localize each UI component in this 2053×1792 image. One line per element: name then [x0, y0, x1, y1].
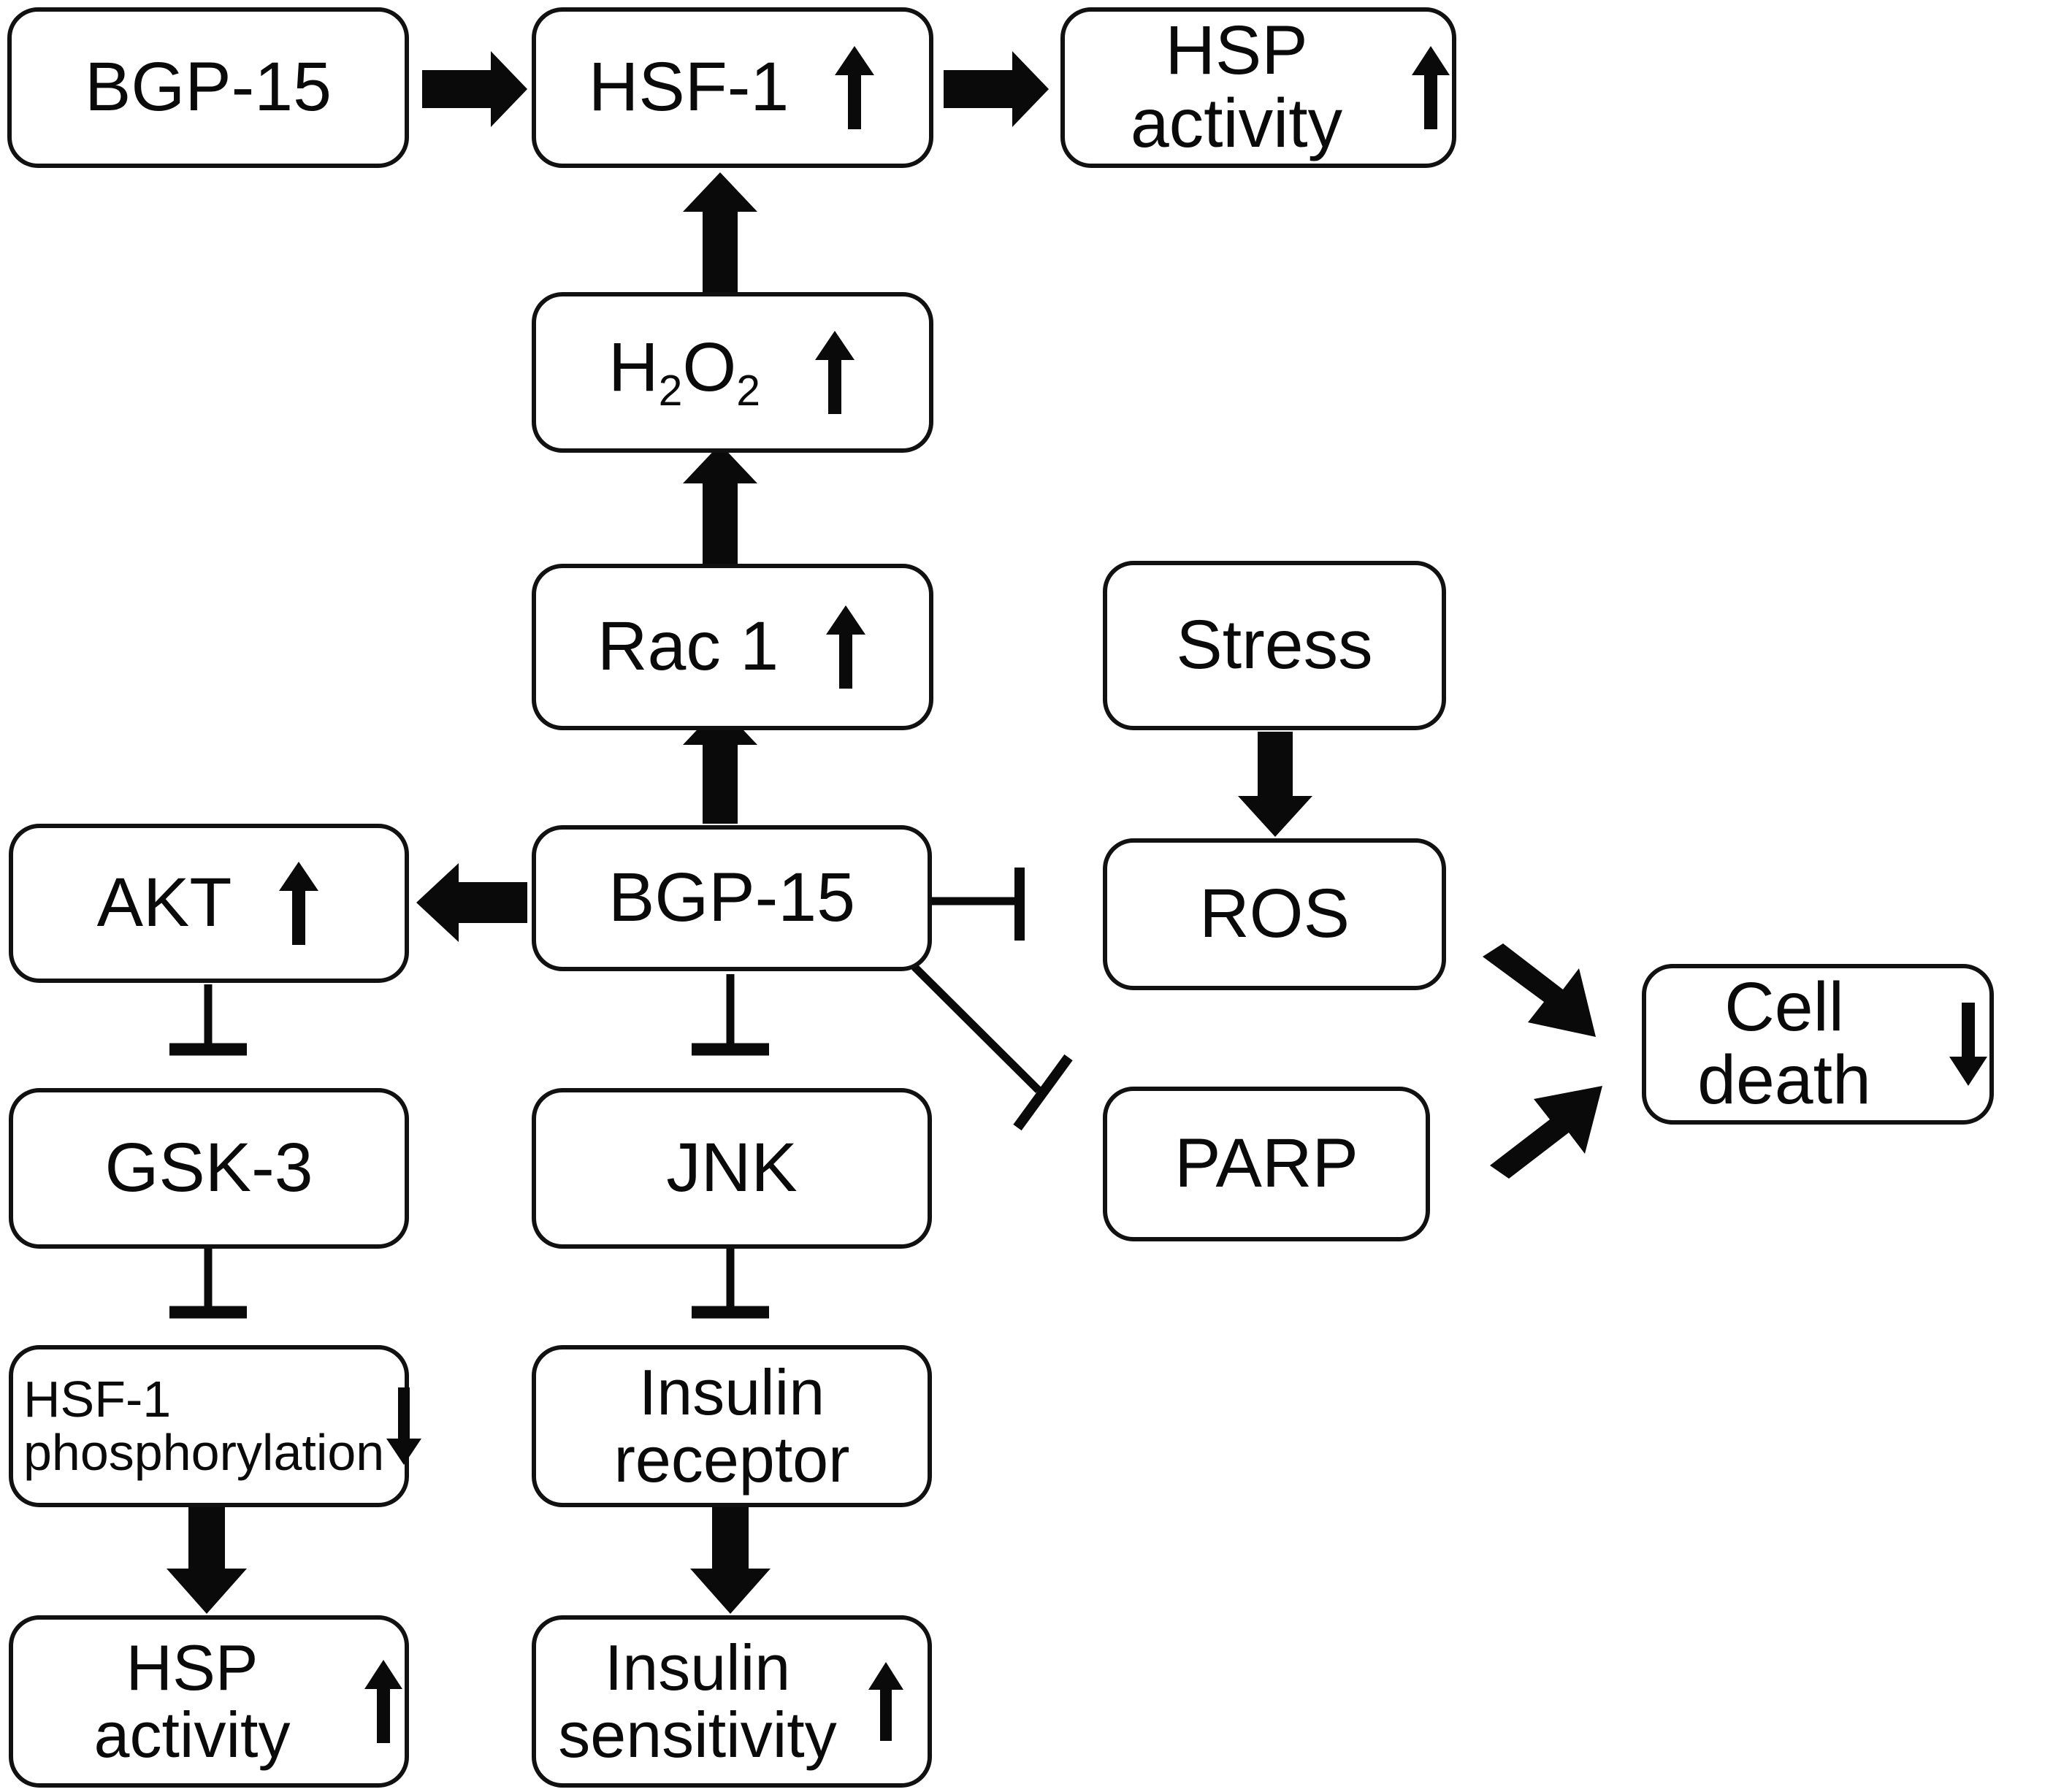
node-jnk[interactable]: JNK [532, 1088, 932, 1249]
node-stress[interactable]: Stress [1103, 561, 1446, 730]
arrow-down-icon [384, 1386, 424, 1466]
arrow-up-icon [813, 329, 857, 416]
arrow-down-icon [1947, 1001, 1989, 1087]
edge-bgp15mid-to-parp-inhibition [911, 964, 1073, 1131]
node-rac1[interactable]: Rac 1 [532, 564, 933, 730]
edge-bgp15mid-to-ros-inhibition [932, 868, 1025, 941]
edge-h2o2-to-hsf1-arrow [683, 172, 757, 292]
node-rac1-label: Rac 1 [597, 608, 779, 686]
node-ros[interactable]: ROS [1103, 838, 1446, 990]
node-parp[interactable]: PARP [1103, 1087, 1430, 1241]
node-gsk3[interactable]: GSK-3 [9, 1088, 409, 1249]
arrow-up-icon [866, 1661, 906, 1742]
node-hsp-activity-bottom-label: HSP activity [93, 1631, 291, 1771]
node-parp-label: PARP [1174, 1125, 1358, 1203]
arrow-up-icon [277, 860, 321, 946]
node-h2o2-label: H2O2 [608, 328, 761, 415]
edge-insulinreceptor-to-insulinsensitivity-arrow [690, 1506, 771, 1614]
node-insulin-sensitivity[interactable]: Insulin sensitivity [532, 1615, 932, 1788]
edge-hsf1phos-to-hspactivity-arrow [167, 1506, 247, 1614]
node-hsf1[interactable]: HSF-1 [532, 7, 933, 168]
node-hsp-activity-bottom[interactable]: HSP activity [9, 1615, 409, 1788]
node-bgp15-top[interactable]: BGP-15 [7, 7, 409, 168]
edge-bgp15mid-to-jnk-inhibition [692, 974, 769, 1056]
edge-bgp15top-to-hsf1-arrow [422, 51, 527, 127]
node-jnk-label: JNK [666, 1129, 798, 1207]
edge-gsk3-to-hsf1phos-inhibition [169, 1249, 247, 1319]
edge-stress-to-ros-arrow [1238, 732, 1312, 837]
edge-jnk-to-insulinreceptor-inhibition [692, 1249, 769, 1319]
edge-parp-to-celldeath-arrow [1490, 1086, 1602, 1179]
node-ros-label: ROS [1199, 875, 1350, 953]
edge-bgp15mid-to-akt-arrow [416, 863, 527, 942]
node-cell-death-label: Cell death [1697, 968, 1871, 1119]
arrow-up-icon [362, 1658, 405, 1745]
node-insulin-sensitivity-label: Insulin sensitivity [558, 1631, 837, 1771]
node-cell-death[interactable]: Cell death [1642, 964, 1994, 1125]
node-bgp15-top-label: BGP-15 [85, 48, 332, 126]
node-akt-label: AKT [96, 864, 232, 942]
node-hsf1-label: HSF-1 [588, 48, 790, 126]
arrow-up-icon [824, 604, 868, 690]
node-gsk3-label: GSK-3 [104, 1129, 313, 1207]
node-hsp-activity-top-label: HSP activity [1130, 12, 1343, 162]
edge-hsf1-to-hspactivity-arrow [944, 51, 1049, 127]
edge-ros-to-celldeath-arrow [1483, 943, 1596, 1037]
node-hsf1-phos[interactable]: HSF-1 phosphorylation [9, 1345, 422, 1507]
node-bgp15-mid[interactable]: BGP-15 [532, 825, 932, 971]
node-hsf1-phos-label: HSF-1 phosphorylation [23, 1370, 385, 1481]
node-insulin-receptor[interactable]: Insulin receptor [532, 1345, 932, 1507]
node-h2o2[interactable]: H2O2 [532, 292, 933, 453]
node-bgp15-mid-label: BGP-15 [608, 859, 855, 937]
node-stress-label: Stress [1176, 606, 1373, 684]
node-insulin-receptor-label: Insulin receptor [613, 1355, 850, 1496]
arrow-up-icon [833, 45, 876, 131]
node-hsp-activity-top[interactable]: HSP activity [1060, 7, 1456, 168]
edge-rac1-to-h2o2-arrow [683, 444, 757, 564]
edge-akt-to-gsk3-inhibition [169, 984, 247, 1056]
arrow-up-icon [1410, 45, 1452, 131]
node-akt[interactable]: AKT [9, 824, 409, 983]
